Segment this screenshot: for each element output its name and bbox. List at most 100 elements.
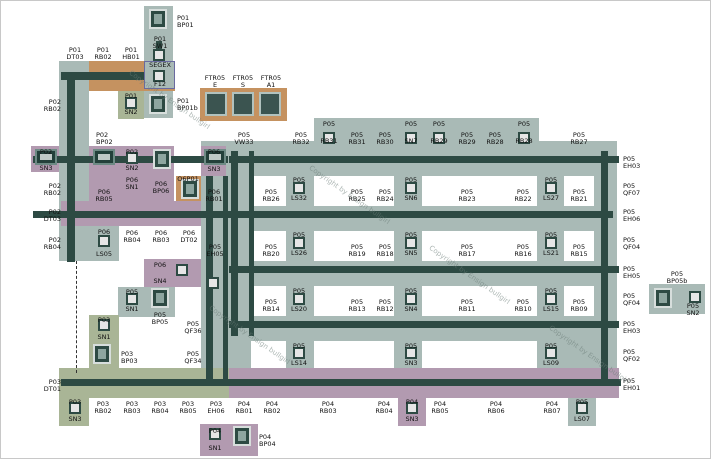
belt-left-vertical xyxy=(67,72,75,262)
zone-p05-top-units xyxy=(314,118,539,148)
label-m1-ls32b: LS32 xyxy=(290,194,308,202)
dashed-link xyxy=(76,261,77,373)
grid-hole xyxy=(251,286,286,316)
label-p02-sn3-b: SN3 xyxy=(39,164,53,172)
p05-sn1-icon[interactable] xyxy=(126,293,138,305)
label-top-8: P05 xyxy=(517,120,531,128)
p05-sn2-icon[interactable] xyxy=(689,291,701,303)
grid-hole xyxy=(564,231,594,261)
p04-bp04-unit-icon[interactable] xyxy=(233,426,251,446)
label-m1-sn6: P05 xyxy=(404,176,418,184)
p05-ls14-icon[interactable] xyxy=(293,347,305,359)
p05-unit-icon-3[interactable] xyxy=(433,132,445,144)
p05-eh05-icon[interactable] xyxy=(207,277,219,289)
belt-v-right xyxy=(601,151,608,386)
p01-sn2-icon[interactable] xyxy=(125,97,137,109)
p05-ls20-icon[interactable] xyxy=(293,293,305,305)
o6p01-unit-icon[interactable] xyxy=(181,179,199,199)
label-m3-sn4b: SN4 xyxy=(404,305,418,313)
label-o6p01: O6P01 xyxy=(177,175,199,183)
grid-hole xyxy=(564,176,594,206)
label-m2-sn5b: SN5 xyxy=(404,249,418,257)
p02-sn3-unit-icon[interactable] xyxy=(35,149,57,165)
label-m3-ls20b: LS20 xyxy=(290,305,308,313)
fan-a1-icon[interactable] xyxy=(259,92,281,116)
p05-ls07-icon[interactable] xyxy=(576,402,588,414)
p05-unit-icon-1[interactable] xyxy=(323,132,335,144)
p05-bp05-unit-icon[interactable] xyxy=(151,288,169,308)
label-m4-sn3b: SN3 xyxy=(404,359,418,367)
p05-ls27-icon[interactable] xyxy=(545,182,557,194)
p01-bp01-unit-icon[interactable] xyxy=(149,9,167,29)
p05-ls21-icon[interactable] xyxy=(545,237,557,249)
p04-sn1-icon[interactable] xyxy=(209,428,221,440)
p03-bp03-unit-icon[interactable] xyxy=(93,344,111,364)
p05-sn6-icon[interactable] xyxy=(405,182,417,194)
p06-bp06-unit-icon[interactable] xyxy=(153,149,171,169)
p05-ls15-icon[interactable] xyxy=(545,293,557,305)
grid-hole xyxy=(251,231,286,261)
p05-sn4-icon[interactable] xyxy=(405,293,417,305)
grid-hole xyxy=(564,286,594,316)
p06-ls05-icon[interactable] xyxy=(98,235,110,247)
p05-ls32-icon[interactable] xyxy=(293,182,305,194)
fan-e-icon[interactable] xyxy=(205,92,227,116)
label-p04-sn3: P04 xyxy=(405,398,419,406)
p05-unit-icon-4[interactable] xyxy=(518,132,530,144)
grid-hole xyxy=(314,176,394,206)
label-p04-sn1b: SN1 xyxy=(208,444,222,452)
p05-unit-icon-2[interactable] xyxy=(405,132,417,144)
p01-bp01b-unit-icon[interactable] xyxy=(149,94,167,114)
p05-bp05b-unit-icon[interactable] xyxy=(654,288,672,308)
fan-s-icon[interactable] xyxy=(232,92,254,116)
p06-sn3-unit-icon[interactable] xyxy=(204,149,226,165)
label-top-5b: RB29 xyxy=(430,137,448,145)
p02-sn2-icon[interactable] xyxy=(126,152,138,164)
label-m4-ls14: P05 xyxy=(292,342,306,350)
p05-ls26-icon[interactable] xyxy=(293,237,305,249)
label-m1-sn6b: SN6 xyxy=(404,194,418,202)
grid-hole xyxy=(422,341,537,368)
p04-sn3-icon[interactable] xyxy=(406,402,418,414)
p01-sw1-icon[interactable] xyxy=(153,49,165,61)
p03-sn1-icon[interactable] xyxy=(98,319,110,331)
label-p06-ls05: P06 xyxy=(97,228,111,236)
grid-hole xyxy=(251,176,286,206)
label-p05-sn1b: SN1 xyxy=(125,305,139,313)
segex-icon[interactable] xyxy=(153,70,165,82)
label-segex: SEGEX xyxy=(149,61,171,69)
p05-sn3-icon[interactable] xyxy=(405,347,417,359)
p06-sn4-icon[interactable] xyxy=(176,264,188,276)
label-top-8b: RB28 xyxy=(515,137,533,145)
p03-sn3-icon[interactable] xyxy=(69,402,81,414)
p05-sn5-icon[interactable] xyxy=(405,237,417,249)
belt-v-b xyxy=(249,151,254,336)
p05-ls09-icon[interactable] xyxy=(545,347,557,359)
p02-bp02-unit-icon[interactable] xyxy=(93,149,115,165)
label-m2-ls26: P05 xyxy=(292,231,306,239)
